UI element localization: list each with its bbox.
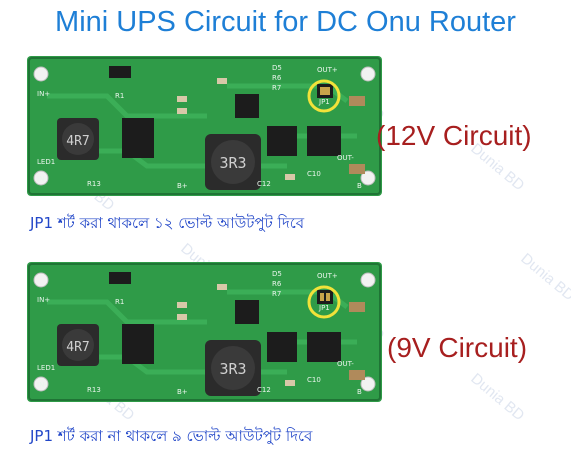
smd-resistor [217, 78, 227, 84]
mount-hole [33, 376, 49, 392]
mount-hole [33, 66, 49, 82]
smd-resistor [177, 96, 187, 102]
silkscreen-label: IN- [37, 381, 47, 389]
inductor-label: 3R3 [219, 360, 246, 378]
silkscreen-label: B+ [177, 388, 188, 396]
page-title: Mini UPS Circuit for DC Onu Router [55, 6, 516, 38]
silkscreen-label: C10 [307, 170, 321, 178]
silkscreen-label: B [357, 388, 362, 396]
watermark-text: Dunia BD [517, 250, 571, 304]
mosfet [235, 94, 259, 118]
jumper-jp1 [307, 79, 341, 113]
diode [109, 272, 131, 284]
jumper-jp1 [307, 285, 341, 319]
caption-12v: JP1 শর্ট করা থাকলে ১২ ভোল্ট আউটপুট দিবে [30, 214, 305, 232]
capacitor [349, 96, 365, 106]
silkscreen-labels: IN+ IN- LED1 R1 D5 R6 R7 JP1 OUT+ OUT- B… [37, 64, 362, 190]
small-inductor: 4R7 [57, 324, 99, 366]
mount-hole [360, 272, 376, 288]
silkscreen-label: LED1 [37, 364, 55, 372]
silkscreen-label: C10 [307, 376, 321, 384]
small-inductor: 4R7 [57, 118, 99, 160]
jumper-highlight-ring [307, 285, 341, 319]
silkscreen-label: OUT+ [317, 272, 338, 280]
jumper-highlight-ring [307, 79, 341, 113]
smd-resistor [285, 174, 295, 180]
pcb-body [27, 262, 382, 402]
ic-chip [122, 324, 154, 364]
smd-resistor [177, 314, 187, 320]
silkscreen-label: R7 [272, 290, 281, 298]
ic-chip [307, 126, 341, 156]
silkscreen-label: IN+ [37, 90, 50, 98]
pcb-board-9v: 4R7 3R3 IN+ IN- LED1 R1 D5 R6 R7 JP1 OUT… [27, 262, 382, 402]
silkscreen-label: R6 [272, 74, 282, 82]
ic-chip [267, 332, 297, 362]
capacitor [349, 370, 365, 380]
mount-hole [33, 272, 49, 288]
mount-hole [33, 170, 49, 186]
pcb-board-12v: 4R7 3R3 IN+ IN- LED1 R1 D5 R6 R7 JP1 OUT… [27, 56, 382, 196]
capacitor [349, 302, 365, 312]
silkscreen-label: R7 [272, 84, 281, 92]
silkscreen-label: C12 [257, 180, 271, 188]
silkscreen-label: JP1 [318, 98, 330, 106]
silkscreen-label: D5 [272, 270, 282, 278]
capacitor [349, 164, 365, 174]
silkscreen-label: D5 [272, 64, 282, 72]
silkscreen-label: OUT- [337, 360, 354, 368]
silkscreen-label: R6 [272, 280, 282, 288]
ic-chip [122, 118, 154, 158]
silkscreen-label: R1 [115, 298, 124, 306]
smd-resistor [285, 380, 295, 386]
mosfet [235, 300, 259, 324]
ic-chip [267, 126, 297, 156]
diode [109, 66, 131, 78]
silkscreen-label: OUT+ [317, 66, 338, 74]
silkscreen-labels: IN+ IN- LED1 R1 D5 R6 R7 JP1 OUT+ OUT- B… [37, 270, 362, 396]
large-inductor: 3R3 [205, 340, 261, 396]
ic-chip [307, 332, 341, 362]
silkscreen-label: B+ [177, 182, 188, 190]
silkscreen-label: B [357, 182, 362, 190]
circuit-label-12v: (12V Circuit) [376, 120, 532, 151]
caption-9v: JP1 শর্ট করা না থাকলে ৯ ভোল্ট আউটপুট দিব… [30, 427, 313, 445]
silkscreen-label: R13 [87, 386, 101, 394]
inductor-label: 4R7 [66, 340, 89, 355]
silkscreen-label: LED1 [37, 158, 55, 166]
inductor-label: 3R3 [219, 154, 246, 172]
mount-hole [360, 170, 376, 186]
smd-resistor [217, 284, 227, 290]
silkscreen-label: R13 [87, 180, 101, 188]
circuit-label-9v: (9V Circuit) [387, 332, 528, 363]
mount-hole [360, 66, 376, 82]
smd-resistor [177, 302, 187, 308]
silkscreen-label: JP1 [318, 304, 330, 312]
silkscreen-label: IN- [37, 175, 47, 183]
silkscreen-label: R1 [115, 92, 124, 100]
watermark-text: Dunia BD [467, 370, 527, 424]
smd-resistor [177, 108, 187, 114]
silkscreen-label: IN+ [37, 296, 50, 304]
inductor-label: 4R7 [66, 134, 89, 149]
pcb-body [27, 56, 382, 196]
large-inductor: 3R3 [205, 134, 261, 190]
silkscreen-label: OUT- [337, 154, 354, 162]
silkscreen-label: C12 [257, 386, 271, 394]
mount-hole [360, 376, 376, 392]
